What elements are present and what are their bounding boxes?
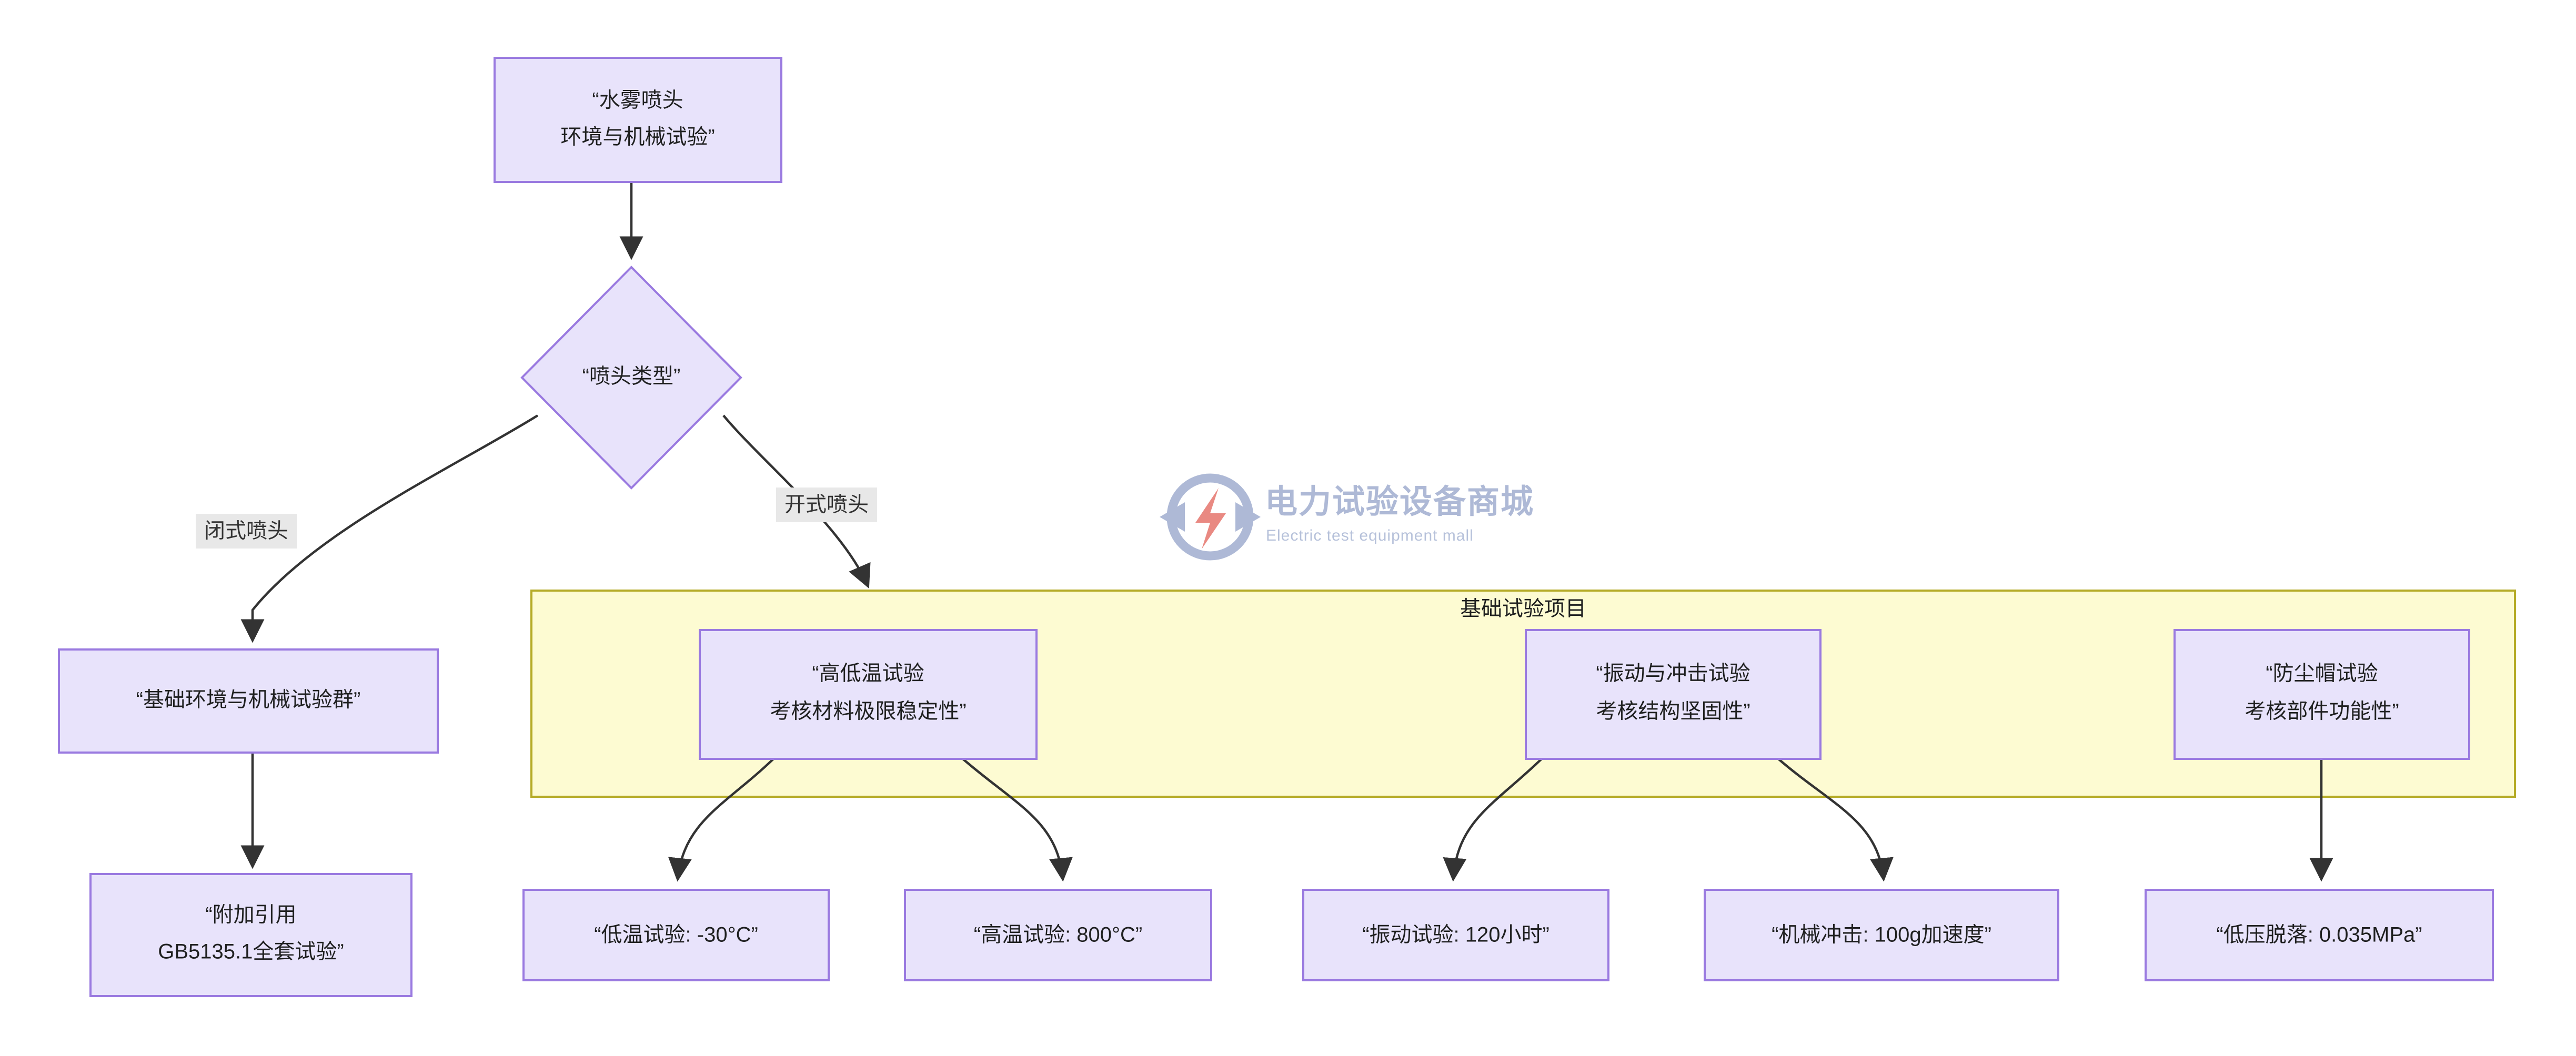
watermark-brand-en: Electric test equipment mall	[1266, 527, 1474, 544]
edge-label-closed-nozzle-bg	[196, 514, 297, 549]
node-gb-ref-line-2: GB5135.1全套试验”	[158, 940, 344, 963]
edge-vib-test-to-vibration	[1443, 758, 1543, 882]
node-gb-ref-line-1: “附加引用	[205, 903, 296, 927]
edge-vib-test-to-shock	[1777, 758, 1894, 882]
node-temp-test-line-2: 考核材料极限稳定性”	[770, 700, 966, 723]
edge-decision-to-closed-group	[240, 414, 539, 643]
node-temp-test-box[interactable]	[699, 629, 1038, 760]
node-low-temp-box[interactable]	[522, 889, 830, 981]
watermark-brand-cn: 电力试验设备商城	[1265, 484, 1534, 520]
node-shock-label: “机械冲击: 100g加速度”	[1772, 923, 1991, 947]
node-vibration-box[interactable]	[1302, 889, 1609, 981]
node-vib-test-box[interactable]	[1525, 629, 1822, 760]
node-vib-test-line-1: “振动与冲击试验	[1596, 662, 1750, 685]
node-closed-group[interactable]: “基础环境与机械试验群”	[58, 648, 439, 754]
node-shock-box[interactable]	[1704, 889, 2059, 981]
node-high-temp-label: “高温试验: 800°C”	[974, 923, 1143, 947]
node-temp-test[interactable]: “高低温试验 考核材料极限稳定性”	[699, 629, 1038, 760]
node-pressure-label: “低压脱落: 0.035MPa”	[2216, 923, 2422, 947]
node-vibration[interactable]: “振动试验: 120小时”	[1302, 889, 1609, 981]
node-cap-test-line-1: “防尘帽试验	[2266, 662, 2378, 685]
watermark-logo-icon	[1160, 473, 1261, 561]
edge-temp-test-to-high-temp	[962, 758, 1073, 882]
node-decision[interactable]: “喷头类型”	[520, 266, 742, 490]
node-cap-test-line-2: 考核部件功能性”	[2245, 700, 2399, 723]
node-vibration-label: “振动试验: 120小时”	[1362, 923, 1549, 947]
edge-temp-test-to-low-temp	[668, 758, 774, 882]
node-vib-test[interactable]: “振动与冲击试验 考核结构坚固性”	[1525, 629, 1822, 760]
edge-label-closed-nozzle: 闭式喷头	[196, 514, 297, 549]
edge-label-open-nozzle: 开式喷头	[776, 488, 877, 522]
node-low-temp-label: “低温试验: -30°C”	[594, 923, 758, 947]
node-pressure[interactable]: “低压脱落: 0.035MPa”	[2145, 889, 2494, 981]
edge-label-open-nozzle-bg	[776, 488, 877, 522]
node-closed-group-label: “基础环境与机械试验群”	[136, 688, 361, 712]
node-decision-diamond[interactable]	[520, 266, 742, 490]
node-root[interactable]: “水雾喷头 环境与机械试验”	[494, 57, 782, 183]
node-shock[interactable]: “机械冲击: 100g加速度”	[1704, 889, 2059, 981]
node-low-temp[interactable]: “低温试验: -30°C”	[522, 889, 830, 981]
edge-label-closed-nozzle-text: 闭式喷头	[204, 520, 288, 543]
node-root-box[interactable]	[494, 57, 782, 183]
node-cap-test-box[interactable]	[2174, 629, 2470, 760]
edge-label-open-nozzle-text: 开式喷头	[784, 493, 869, 516]
node-high-temp[interactable]: “高温试验: 800°C”	[904, 889, 1212, 981]
node-cap-test[interactable]: “防尘帽试验 考核部件功能性”	[2174, 629, 2470, 760]
node-pressure-box[interactable]	[2145, 889, 2494, 981]
node-decision-label: “喷头类型”	[582, 365, 681, 388]
node-root-line-1: “水雾喷头	[592, 89, 683, 112]
node-gb-ref-box[interactable]	[89, 873, 412, 997]
watermark: 电力试验设备商城 Electric test equipment mall	[1160, 473, 1534, 561]
node-root-line-2: 环境与机械试验”	[560, 126, 715, 149]
node-high-temp-box[interactable]	[904, 889, 1212, 981]
node-temp-test-line-1: “高低温试验	[812, 662, 924, 685]
cluster-basic-tests-title: 基础试验项目	[1460, 597, 1586, 621]
node-closed-group-box[interactable]	[58, 648, 439, 754]
node-vib-test-line-2: 考核结构坚固性”	[1596, 700, 1750, 723]
node-gb-ref[interactable]: “附加引用 GB5135.1全套试验”	[89, 873, 412, 997]
